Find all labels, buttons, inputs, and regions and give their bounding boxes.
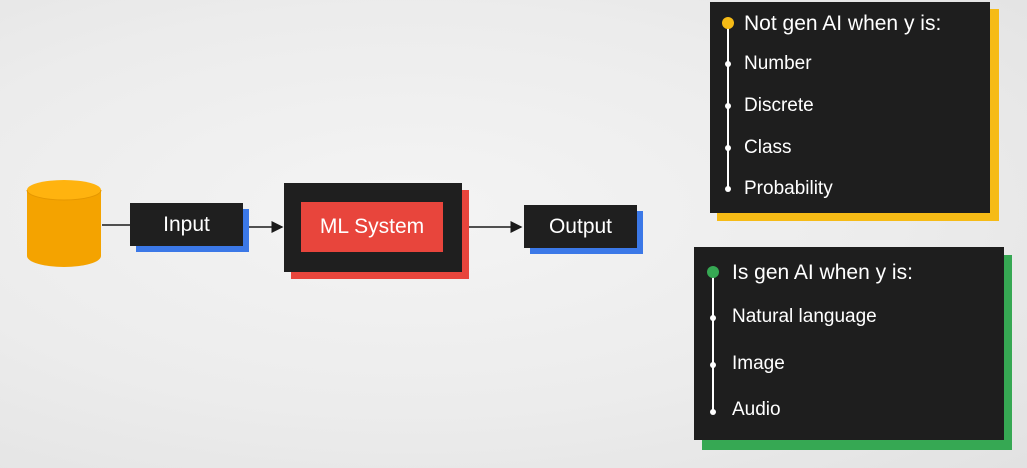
- not-gen-ai-item: Discrete: [744, 95, 814, 116]
- input-label: Input: [163, 212, 210, 236]
- is-gen-ai-bullet-icon: [707, 266, 719, 278]
- not-gen-ai-title: Not gen AI when y is:: [744, 12, 942, 35]
- is-gen-ai-item-dot: [710, 362, 716, 368]
- is-gen-ai-item: Image: [732, 353, 785, 374]
- is-gen-ai-panel: Is gen AI when y is: Natural language Im…: [694, 247, 1004, 440]
- is-gen-ai-title: Is gen AI when y is:: [732, 261, 913, 284]
- not-gen-ai-item-dot: [725, 145, 731, 151]
- is-gen-ai-item: Audio: [732, 399, 781, 420]
- ml-system-label: ML System: [319, 215, 425, 238]
- not-gen-ai-item: Class: [744, 137, 792, 158]
- ml-system-label-box: ML System: [301, 202, 443, 252]
- input-box: Input: [130, 203, 243, 246]
- not-gen-ai-item: Number: [744, 53, 812, 74]
- not-gen-ai-panel: Not gen AI when y is: Number Discrete Cl…: [710, 2, 990, 213]
- not-gen-ai-item-dot: [725, 61, 731, 67]
- not-gen-ai-item: Probability: [744, 178, 833, 199]
- output-label: Output: [548, 214, 613, 238]
- is-gen-ai-item-dot: [710, 409, 716, 415]
- not-gen-ai-item-dot: [725, 186, 731, 192]
- is-gen-ai-item-dot: [710, 315, 716, 321]
- database-icon: [26, 180, 102, 267]
- output-box: Output: [524, 205, 637, 248]
- not-gen-ai-bullet-icon: [722, 17, 734, 29]
- not-gen-ai-item-dot: [725, 103, 731, 109]
- is-gen-ai-item: Natural language: [732, 306, 877, 327]
- is-gen-ai-rail: [712, 271, 714, 413]
